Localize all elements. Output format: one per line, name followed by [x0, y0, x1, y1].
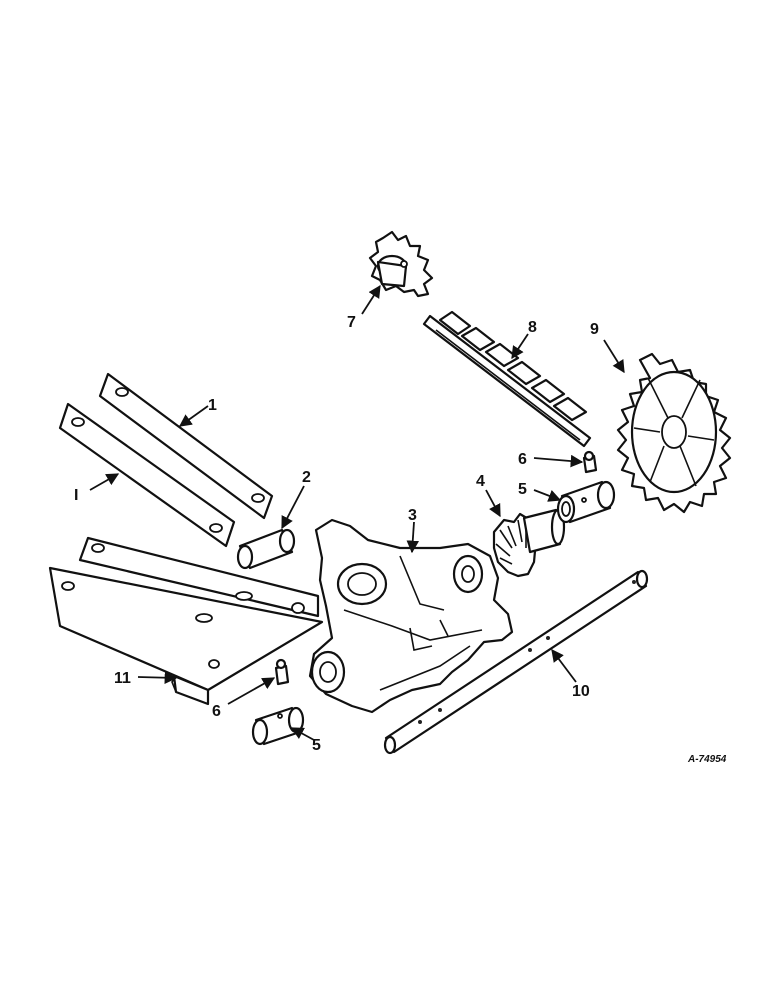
roller-chain-part-8 — [422, 310, 592, 448]
leader-part-9 — [603, 339, 625, 374]
leader-part-6-upper — [533, 454, 584, 468]
grease-fitting-part-6-upper — [582, 450, 598, 474]
callout-labels: 7 8 9 1 I 2 3 4 5 6 11 6 5 10 — [74, 314, 599, 754]
leader-part-10 — [551, 648, 577, 683]
leader-part-3 — [406, 521, 420, 554]
leader-part-1-lower — [89, 473, 120, 491]
flat-bar-part-1-lower — [58, 402, 236, 548]
leader-lines — [89, 284, 625, 741]
callout-part-3: 3 — [408, 507, 417, 524]
leader-part-5-upper — [533, 489, 562, 502]
collar-part-5-upper — [556, 480, 616, 524]
callout-part-6-upper: 6 — [518, 451, 527, 468]
callout-part-5-upper: 5 — [518, 481, 527, 498]
callout-part-5-lower: 5 — [312, 737, 321, 754]
shaft-part-10 — [383, 569, 649, 755]
callout-part-1-lower: I — [74, 487, 78, 504]
callout-part-8: 8 — [528, 319, 537, 336]
callout-part-11: 11 — [114, 670, 131, 687]
leader-part-5-lower — [290, 727, 315, 741]
drawing-number: A-74954 — [687, 754, 727, 765]
callout-part-7: 7 — [347, 314, 356, 331]
leader-part-7 — [361, 284, 381, 315]
collar-part-5-lower — [251, 706, 305, 746]
leader-part-8 — [511, 333, 529, 360]
large-sprocket-part-9 — [616, 352, 732, 514]
callout-part-4: 4 — [476, 473, 485, 490]
callout-part-1-upper: 1 — [208, 397, 217, 414]
leader-part-4 — [485, 489, 501, 518]
bushing-part-2 — [236, 528, 296, 570]
flat-bar-part-1-upper — [98, 372, 274, 520]
leader-part-1-upper — [178, 405, 209, 427]
gear-housing-part-3 — [308, 518, 514, 714]
leader-part-11 — [137, 671, 178, 684]
callout-part-10: 10 — [572, 683, 590, 700]
leader-part-6-lower — [227, 677, 276, 705]
angle-bracket-part-11 — [48, 536, 324, 706]
bevel-gear-part-4 — [492, 508, 566, 578]
small-sprocket-part-7 — [368, 230, 434, 298]
callout-part-9: 9 — [590, 321, 599, 338]
callout-part-6-lower: 6 — [212, 703, 221, 720]
leader-part-2 — [281, 485, 305, 530]
callout-part-2: 2 — [302, 469, 311, 486]
grease-fitting-part-6-lower — [274, 658, 290, 686]
